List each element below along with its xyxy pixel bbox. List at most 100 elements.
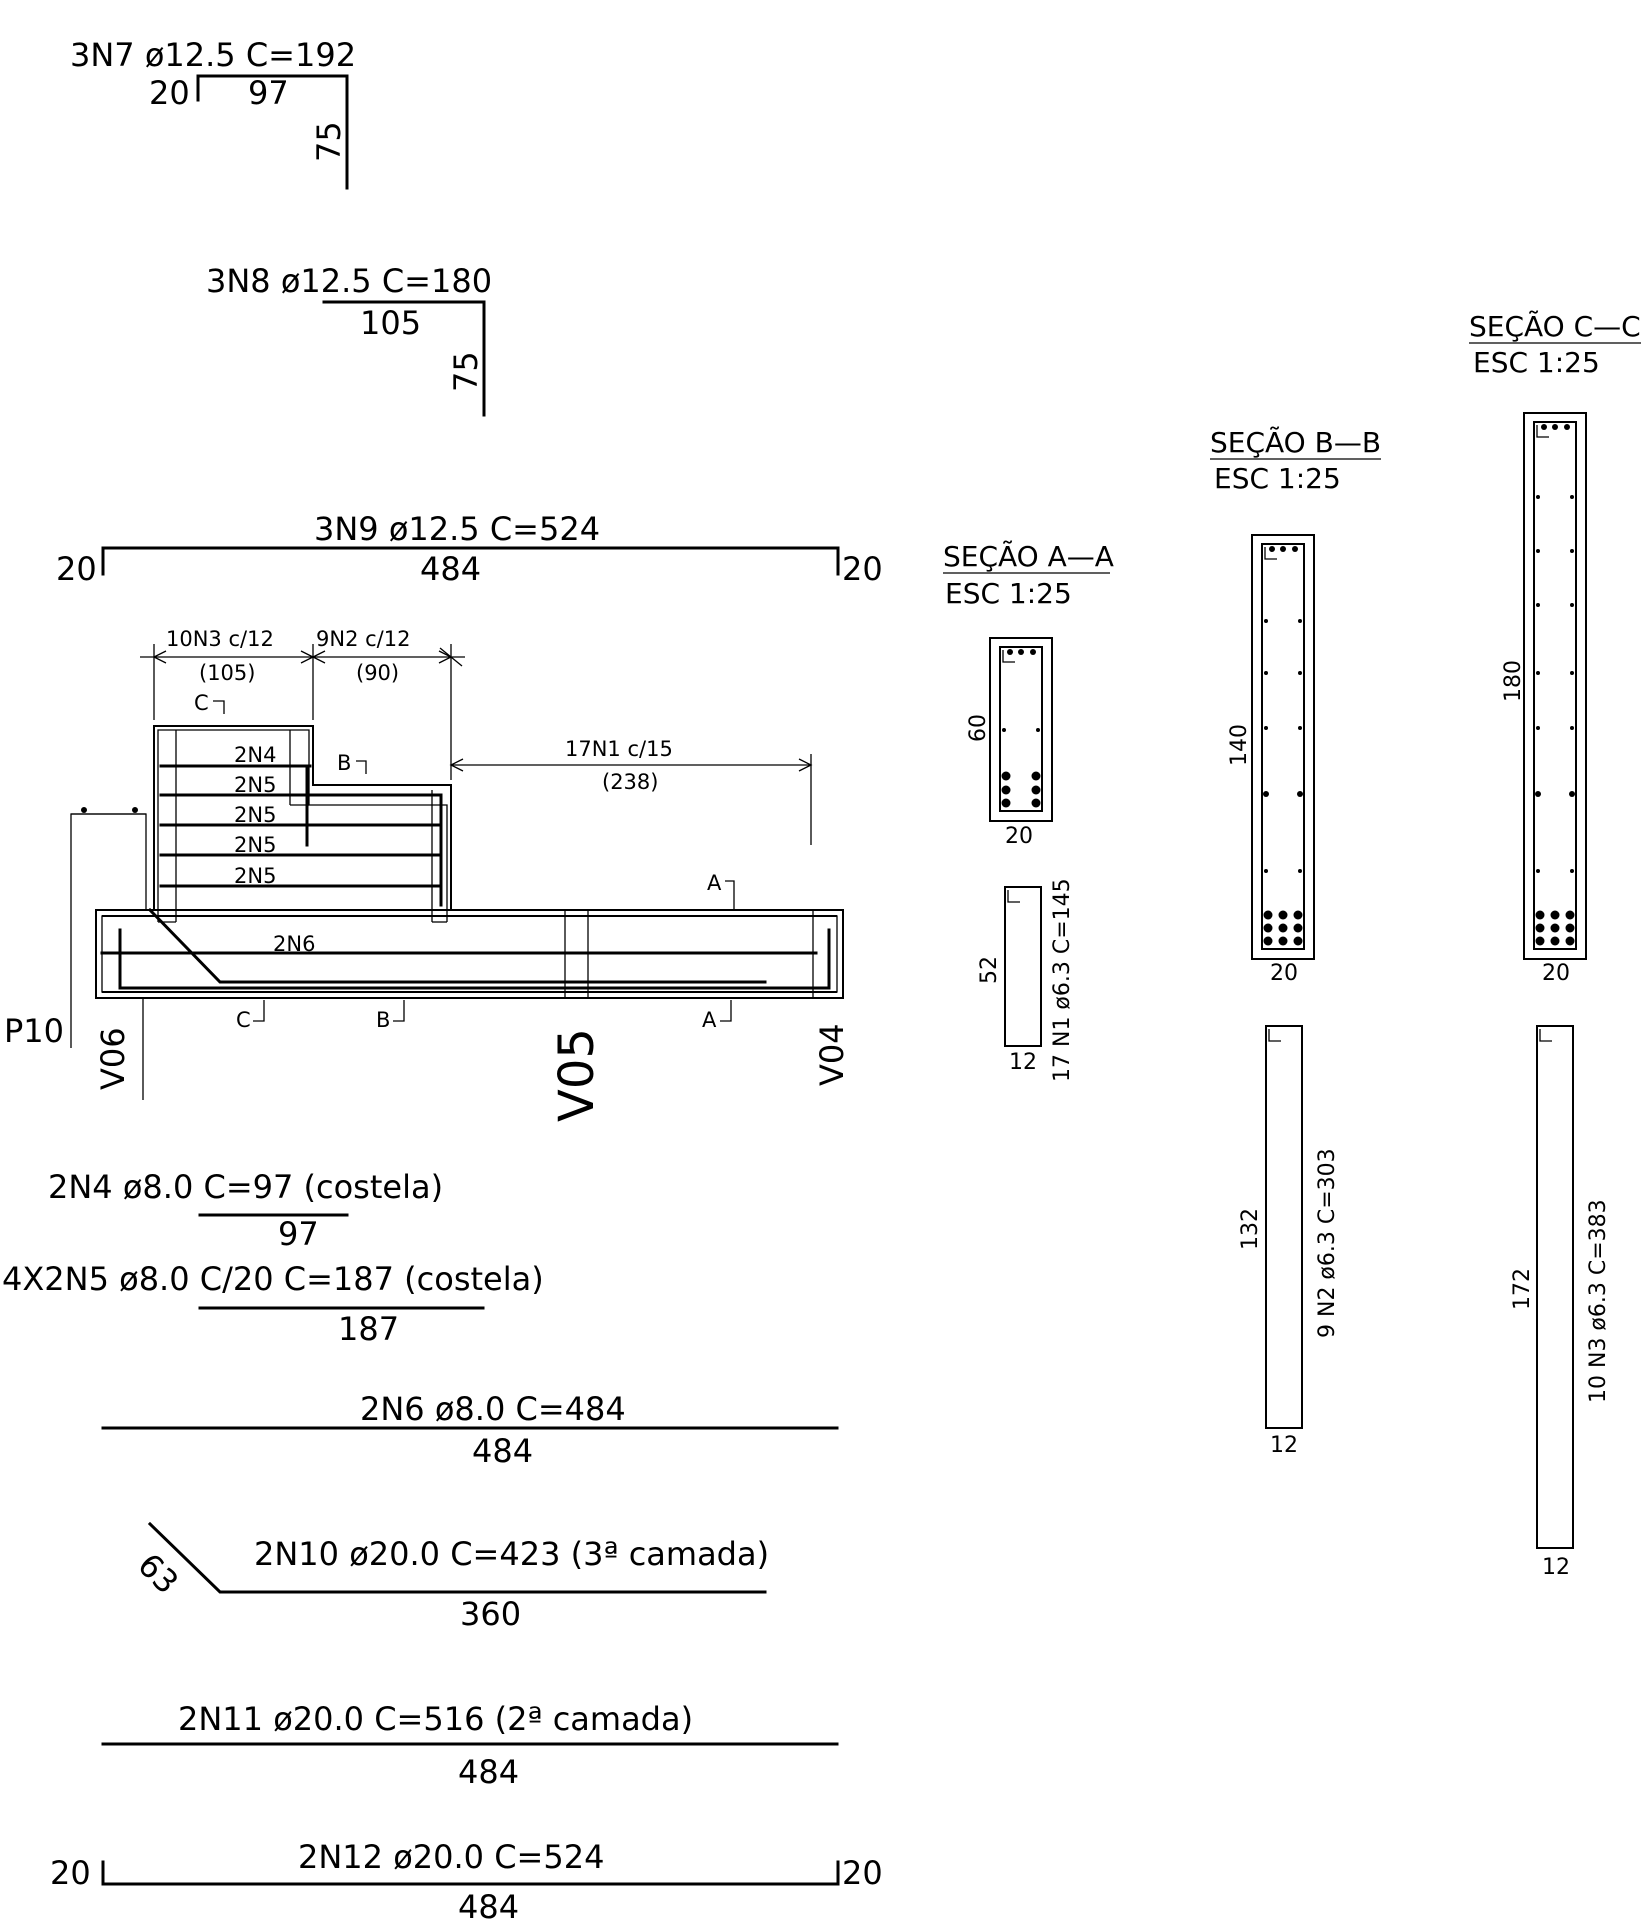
bar-n8-label: 3N8 ø12.5 C=180: [206, 262, 492, 300]
bar-n10-detail: 63 2N10 ø20.0 C=423 (3ª camada) 360: [130, 1521, 769, 1633]
beam-v04-label: V04: [813, 1023, 851, 1086]
bar-n7-leg: 75: [310, 121, 348, 162]
layer-n5-label-4: 2N5: [234, 864, 276, 888]
section-a-title: SEÇÃO A—A: [943, 540, 1114, 573]
bar-n7-detail: 3N7 ø12.5 C=192 20 97 75: [70, 36, 356, 190]
bar-n6-detail: 2N6 ø8.0 C=484 484: [101, 1390, 839, 1470]
layer-n6-label: 2N6: [273, 932, 315, 956]
section-c-scale: ESC 1:25: [1473, 346, 1600, 379]
concrete-outline: [70, 725, 844, 1100]
section-c-height: 180: [1501, 660, 1526, 702]
section-a: SEÇÃO A—A ESC 1:25 60 20 52 12 17 N1 ø6.…: [943, 540, 1114, 1082]
bar-n5-length: 187: [338, 1310, 399, 1348]
dim-n2-label: 9N2 c/12: [316, 627, 410, 651]
bar-n11-length: 484: [458, 1753, 519, 1791]
cut-c-bottom: C: [236, 1008, 251, 1032]
bar-n12-shape: [101, 1860, 840, 1886]
bar-n12-line: [118, 928, 831, 990]
bar-n7-hook: 20: [149, 74, 190, 112]
dim-n1-length: (238): [602, 770, 658, 794]
dim-n3-length: (105): [199, 661, 255, 685]
section-a-rebars: [1001, 649, 1041, 808]
bar-n7-length: 97: [248, 74, 289, 112]
stirrup-n3-shape: [1536, 1025, 1574, 1549]
bar-n9-length: 484: [420, 550, 481, 588]
stirrup-spacing-dimensions: 10N3 c/12 (105) 9N2 c/12 (90) 17N1 c/15 …: [140, 627, 813, 845]
cut-c-top: C: [194, 691, 209, 715]
section-a-width: 20: [1005, 824, 1033, 849]
section-cut-markers: C B A C B A: [194, 691, 735, 1032]
layer-n5-label-1: 2N5: [234, 773, 276, 797]
bar-n8-detail: 3N8 ø12.5 C=180 105 75: [206, 262, 492, 417]
bar-n10-label: 2N10 ø20.0 C=423 (3ª camada): [254, 1535, 769, 1573]
layer-n5-label-2: 2N5: [234, 803, 276, 827]
beam-v06-label: V06: [94, 1027, 132, 1090]
stirrup-n2-height: 132: [1238, 1208, 1263, 1250]
bar-n9-hook-left: 20: [56, 550, 97, 588]
bar-n5-detail: 4X2N5 ø8.0 C/20 C=187 (costela) 187: [2, 1260, 544, 1348]
bar-n4-detail: 2N4 ø8.0 C=97 (costela) 97: [48, 1168, 443, 1253]
bar-n8-leg: 75: [447, 351, 485, 392]
section-b-height: 140: [1227, 724, 1252, 766]
bar-n9-hook-right: 20: [842, 550, 883, 588]
bar-n8-shape: [322, 300, 486, 417]
bar-n4-length: 97: [278, 1215, 319, 1253]
dim-n3-label: 10N3 c/12: [166, 627, 274, 651]
stirrup-n1-height: 52: [977, 956, 1002, 984]
layer-n5-label-3: 2N5: [234, 833, 276, 857]
bar-n6-label: 2N6 ø8.0 C=484: [360, 1390, 626, 1428]
beam-elevation: 10N3 c/12 (105) 9N2 c/12 (90) 17N1 c/15 …: [4, 627, 851, 1122]
bar-n12-label: 2N12 ø20.0 C=524: [298, 1838, 604, 1876]
section-c-rebars: [1535, 424, 1575, 946]
dim-n1-label: 17N1 c/15: [565, 737, 673, 761]
cut-b-bottom: B: [376, 1008, 390, 1032]
bar-n9-label: 3N9 ø12.5 C=524: [314, 510, 600, 548]
longitudinal-bars: 2N4 2N5 2N5 2N5 2N5 2N6: [100, 743, 837, 993]
stirrup-n2-label: 9 N2 ø6.3 C=303: [1315, 1148, 1340, 1338]
bar-n12-length: 484: [458, 1888, 519, 1921]
bar-n12-hook-right: 20: [842, 1854, 883, 1892]
beam-v05-label: V05: [549, 1028, 605, 1122]
section-c-width: 20: [1542, 961, 1570, 986]
bar-n12-detail: 2N12 ø20.0 C=524 20 20 484: [50, 1838, 883, 1921]
section-b: SEÇÃO B—B ESC 1:25 140 20 132 12 9 N2 ø6…: [1210, 426, 1381, 1458]
bar-n7-shape: [196, 74, 349, 190]
dim-n2-length: (90): [356, 661, 399, 685]
cut-a-top: A: [707, 871, 722, 895]
stirrup-n1-shape: [1004, 886, 1042, 1047]
bar-n11-detail: 2N11 ø20.0 C=516 (2ª camada) 484: [101, 1700, 839, 1791]
stirrup-n2-width: 12: [1270, 1433, 1298, 1458]
stirrup-n1-width: 12: [1009, 1050, 1037, 1075]
cut-b-top: B: [337, 751, 351, 775]
bar-n9-shape: [101, 546, 840, 576]
bar-n8-length: 105: [360, 304, 421, 342]
bar-n5-label: 4X2N5 ø8.0 C/20 C=187 (costela): [2, 1260, 544, 1298]
stirrup-n3-label: 10 N3 ø6.3 C=383: [1586, 1199, 1611, 1403]
section-a-scale: ESC 1:25: [945, 577, 1072, 610]
bar-n6-length: 484: [472, 1432, 533, 1470]
section-c-title: SEÇÃO C—C: [1469, 310, 1641, 343]
bar-n10-length: 360: [460, 1595, 521, 1633]
stirrup-n3-width: 12: [1542, 1555, 1570, 1580]
section-b-width: 20: [1270, 961, 1298, 986]
layer-n4-label: 2N4: [234, 743, 276, 767]
bar-n10-shape: [147, 1521, 767, 1594]
bar-n7-label: 3N7 ø12.5 C=192: [70, 36, 356, 74]
bar-n9-detail: 3N9 ø12.5 C=524 20 484 20: [56, 510, 883, 588]
stirrup-n1-label: 17 N1 ø6.3 C=145: [1050, 878, 1075, 1082]
section-c: SEÇÃO C—C ESC 1:25 180 20 172 12 10 N3 ø…: [1469, 310, 1641, 1580]
bar-n12-hook-left: 20: [50, 1854, 91, 1892]
section-a-height: 60: [966, 714, 991, 742]
pillar-label: P10: [4, 1012, 64, 1050]
stirrup-n3-height: 172: [1510, 1268, 1535, 1310]
bar-n11-label: 2N11 ø20.0 C=516 (2ª camada): [178, 1700, 693, 1738]
section-b-scale: ESC 1:25: [1214, 462, 1341, 495]
section-b-title: SEÇÃO B—B: [1210, 426, 1381, 459]
bar-n10-bend: 63: [130, 1546, 186, 1602]
cut-a-bottom: A: [702, 1008, 717, 1032]
bar-n10-line: [147, 907, 767, 984]
section-b-rebars: [1263, 546, 1303, 946]
stirrup-n2-shape: [1265, 1025, 1303, 1429]
bar-n5-line-1: [159, 793, 443, 907]
